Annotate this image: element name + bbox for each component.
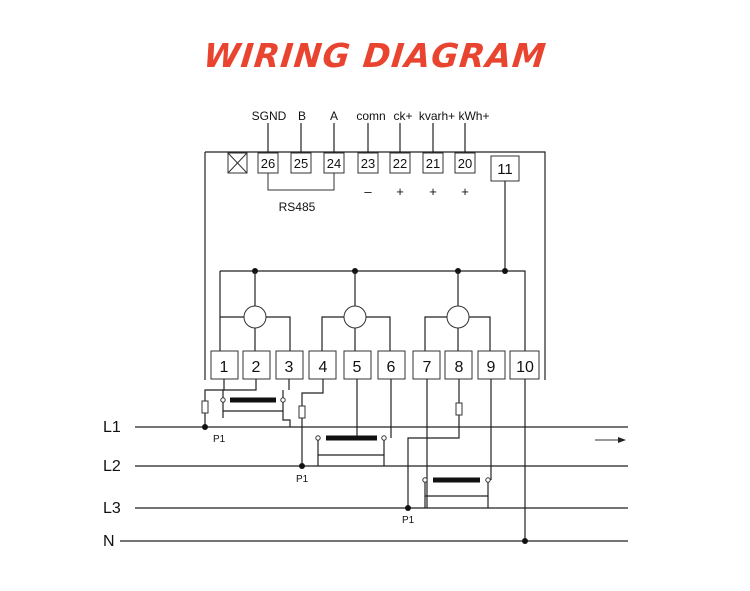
- sign-kvarh: +: [429, 184, 437, 199]
- terminal-10: 10: [516, 359, 534, 376]
- line-label-l3: L3: [103, 500, 121, 517]
- sign-kwh: +: [461, 184, 469, 199]
- line-label-l1: L1: [103, 419, 121, 436]
- label-kwh: kWh+: [458, 109, 489, 123]
- rs485-bracket: [268, 173, 334, 190]
- blank-terminal-icon: [228, 153, 247, 173]
- rs485-label: RS485: [279, 200, 316, 214]
- terminal-23: 23: [361, 156, 375, 171]
- terminal-1: 1: [220, 359, 229, 376]
- terminal-3: 3: [285, 359, 294, 376]
- current-sensor-3: [425, 306, 490, 351]
- terminal-8: 8: [455, 359, 464, 376]
- terminal-5: 5: [353, 359, 362, 376]
- p1-label-l3: P1: [402, 515, 415, 526]
- label-kvarh: kvarh+: [419, 109, 455, 123]
- top-label-stubs: [268, 123, 465, 153]
- label-ck: ck+: [393, 109, 412, 123]
- label-comn: comn: [356, 109, 385, 123]
- ct-phase-l2: [299, 379, 391, 469]
- terminal-11: 11: [497, 161, 513, 178]
- terminal-9: 9: [487, 359, 496, 376]
- ct-phase-l1: [202, 379, 290, 430]
- direction-arrow-icon: [595, 437, 626, 443]
- label-sgnd: SGND: [252, 109, 287, 123]
- current-sensor-2: [322, 306, 390, 351]
- p1-label-l1: P1: [213, 434, 226, 445]
- terminal-25: 25: [294, 156, 308, 171]
- meter-outline: [205, 152, 545, 380]
- label-b: B: [298, 109, 306, 123]
- terminal-21: 21: [426, 156, 440, 171]
- terminal-26: 26: [261, 156, 275, 171]
- line-label-n: N: [103, 533, 115, 550]
- terminal-22: 22: [393, 156, 407, 171]
- terminal-20: 20: [458, 156, 472, 171]
- terminal-7: 7: [423, 359, 432, 376]
- ct-phase-l3: [405, 379, 491, 511]
- supply-lines: [120, 427, 628, 541]
- current-sensor-1: [220, 306, 290, 351]
- terminal-24: 24: [327, 156, 341, 171]
- label-a: A: [330, 109, 338, 123]
- line-label-l2: L2: [103, 458, 121, 475]
- terminal-4: 4: [319, 359, 328, 376]
- p1-label-l2: P1: [296, 474, 309, 485]
- sign-comn: –: [364, 184, 372, 199]
- terminal-2: 2: [252, 359, 261, 376]
- terminal-6: 6: [387, 359, 396, 376]
- sign-ck: +: [396, 184, 404, 199]
